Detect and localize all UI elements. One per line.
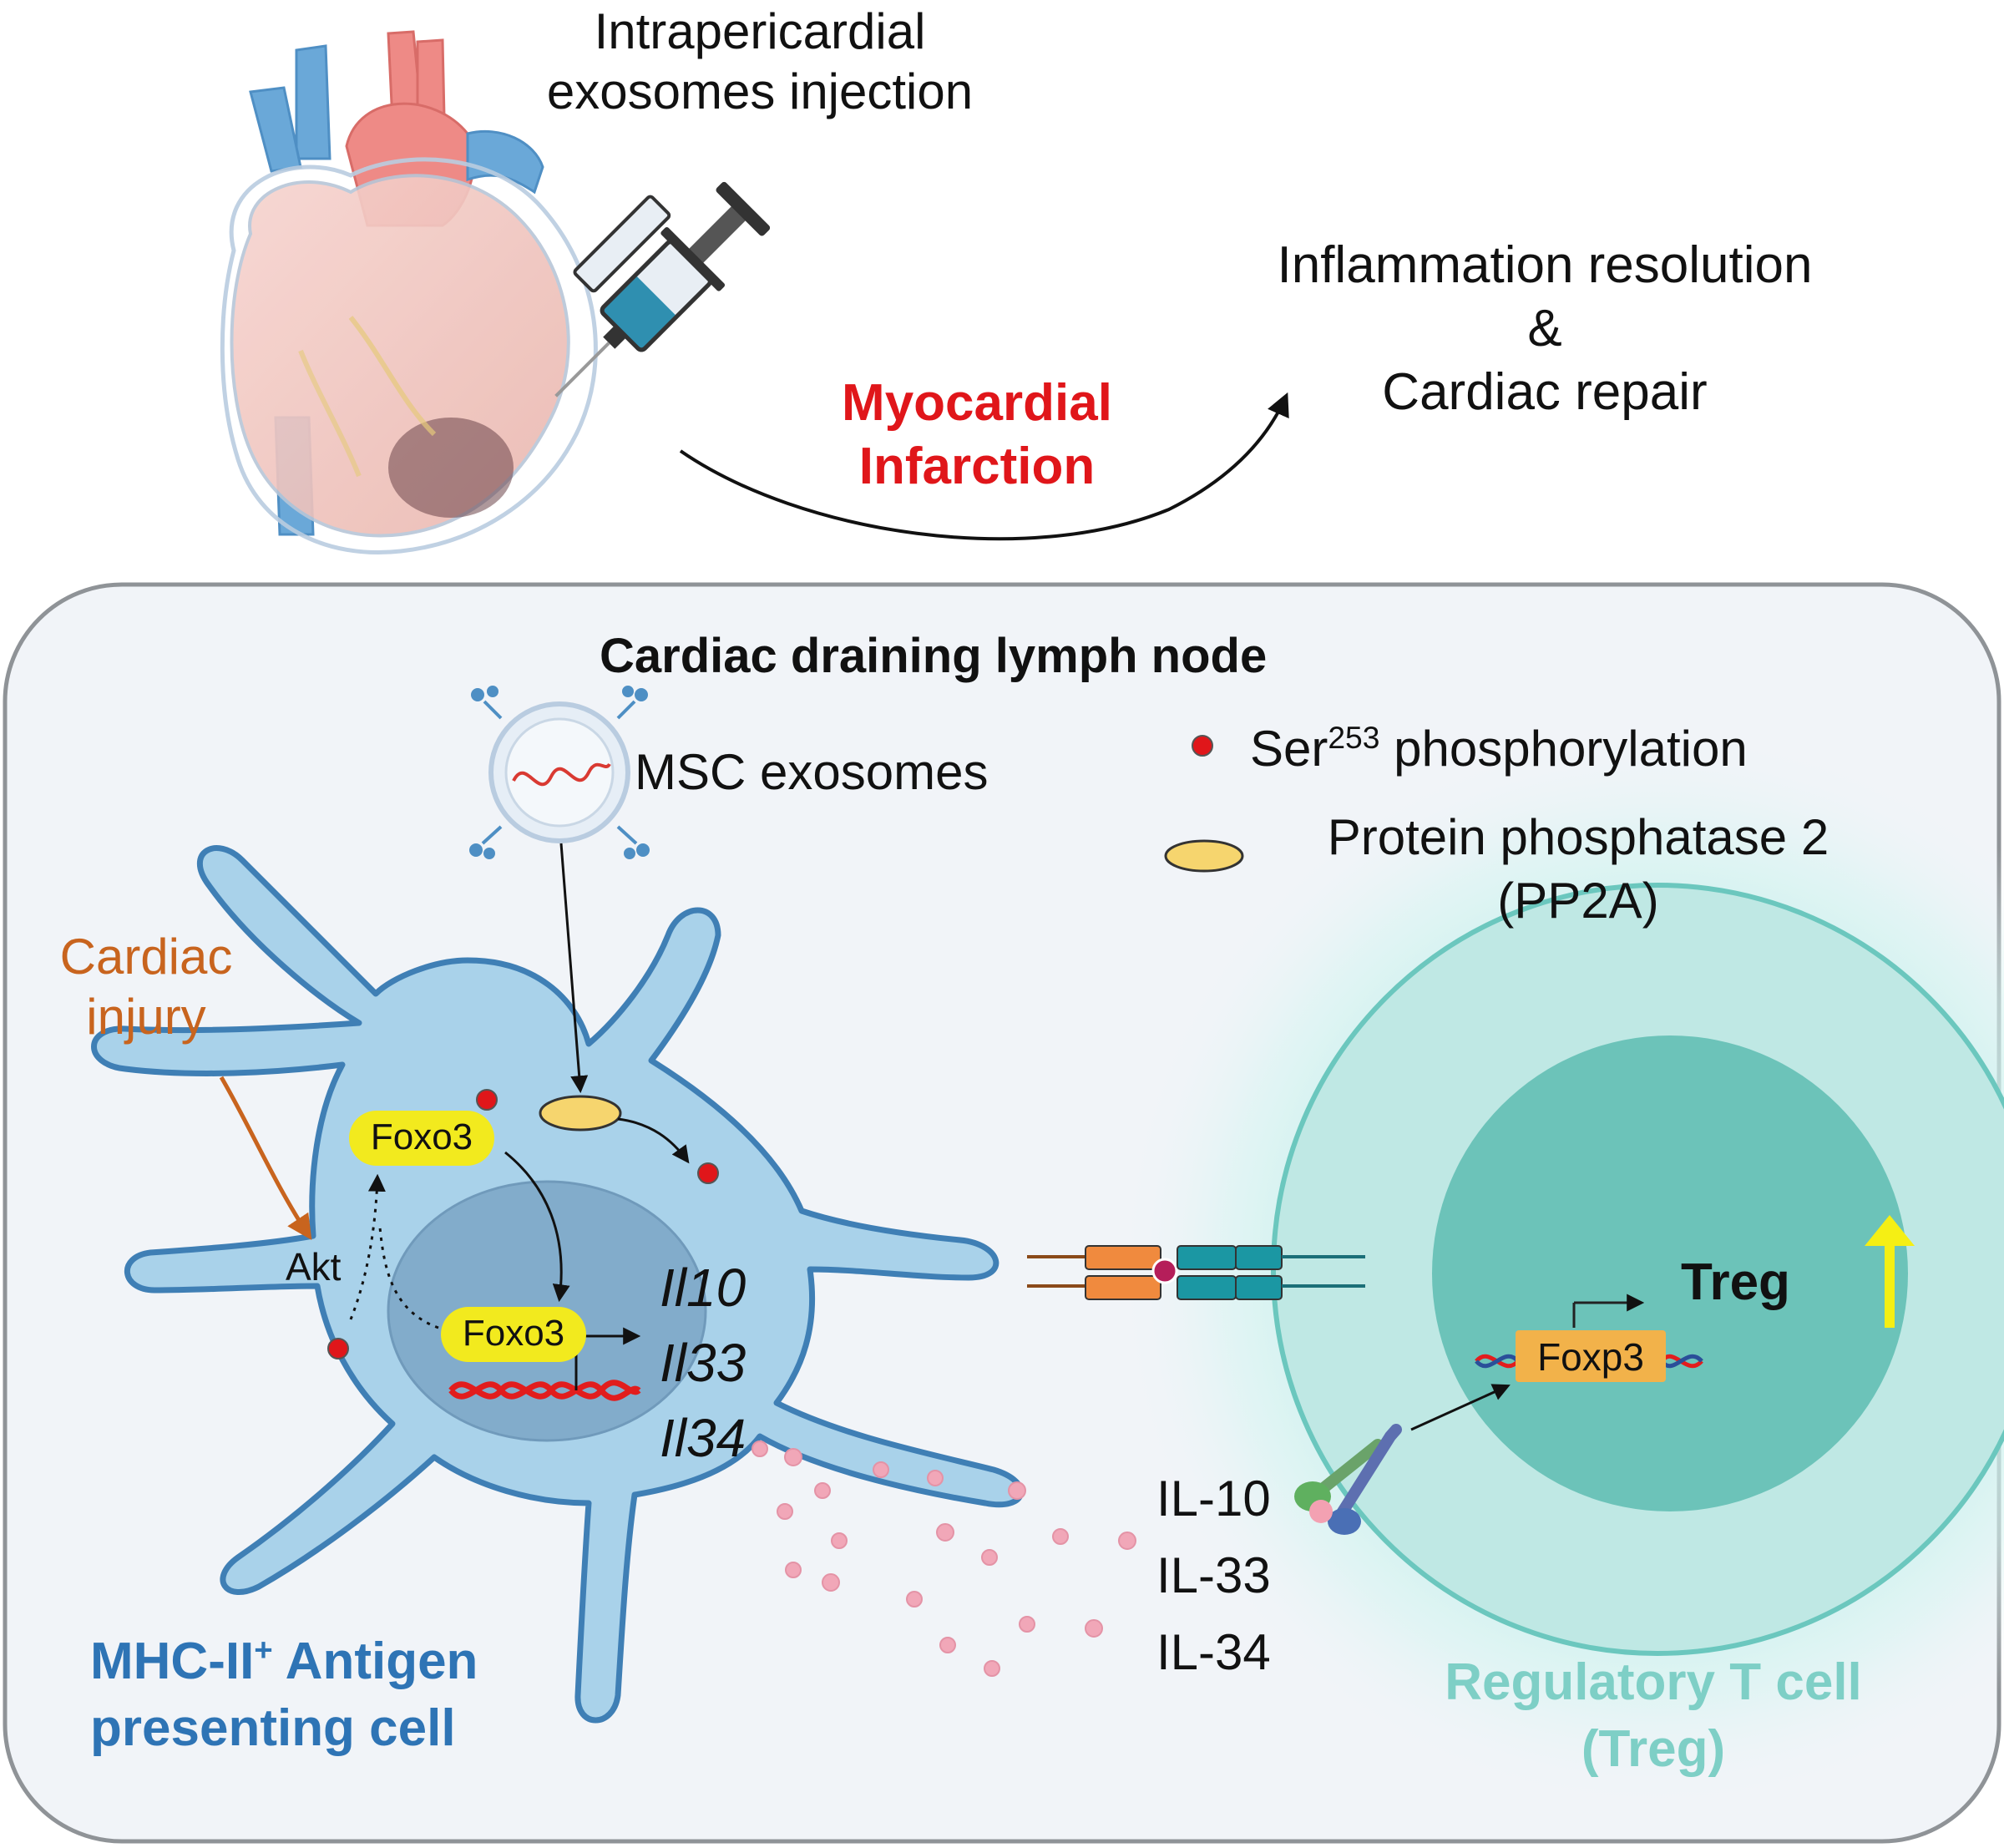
foxp3-box xyxy=(1516,1330,1666,1382)
foxo3-cytoplasm-pill xyxy=(349,1111,494,1166)
apc-label-sup: + xyxy=(254,1632,273,1668)
injury-label: Cardiac injury xyxy=(25,927,267,1047)
legend-phospho-prefix: Ser xyxy=(1250,721,1328,777)
gene-il10: Il10 xyxy=(660,1258,746,1318)
event-label-line1: Myocardial xyxy=(842,374,1112,432)
exosome-icon xyxy=(469,686,650,859)
legend-phospho-dot xyxy=(1192,735,1213,757)
cytokine-il34: IL-34 xyxy=(1156,1624,1271,1680)
up-arrow-icon xyxy=(1865,1215,1915,1328)
legend-pp2a-line2: (PP2A) xyxy=(1497,873,1659,929)
treg-label-line1: Regulatory T cell xyxy=(1445,1653,1862,1711)
receptor-icon xyxy=(1294,1424,1402,1535)
gene-il34: Il34 xyxy=(660,1408,746,1468)
foxo3-cytoplasm-label: Foxo3 xyxy=(370,1116,473,1157)
pp2a-dephospho-arrow xyxy=(617,1117,690,1164)
injection-label-line1: Intrapericardial xyxy=(594,3,926,59)
gene-il33: Il33 xyxy=(660,1333,746,1393)
foxo3-nucleus-pill xyxy=(441,1307,586,1362)
treg-nucleus xyxy=(1432,1035,1908,1511)
outcome-label-line2: & xyxy=(1527,300,1562,357)
panel-title: Cardiac draining lymph node xyxy=(600,629,1268,683)
phospho-dot xyxy=(327,1338,349,1359)
legend-phospho-suffix: phosphorylation xyxy=(1379,721,1748,777)
syringe-icon xyxy=(554,181,771,397)
apc-label-mhc: MHC-II xyxy=(90,1633,255,1690)
injection-label: Intrapericardial exosomes injection xyxy=(468,2,1052,122)
foxo3-nucleus-label: Foxo3 xyxy=(462,1313,565,1354)
mhc-tcr-complex xyxy=(1027,1245,1365,1300)
treg-label-line2: (Treg) xyxy=(1581,1720,1726,1778)
event-label-line2: Infarction xyxy=(858,438,1096,495)
legend-phospho-sup: 253 xyxy=(1328,720,1380,755)
outcome-label: Inflammation resolution & Cardiac repair xyxy=(1169,234,1920,424)
treg-label: Regulatory T cell (Treg) xyxy=(1369,1649,1937,1783)
outcome-label-line3: Cardiac repair xyxy=(1382,363,1708,421)
cardiac-injury-arrow xyxy=(219,1076,312,1240)
legend-pp2a-ellipse xyxy=(1164,839,1244,873)
injury-label-line1: Cardiac xyxy=(59,929,233,985)
foxo3-translocation-arrow xyxy=(504,1151,570,1303)
legend-pp2a-line1: Protein phosphatase 2 xyxy=(1327,809,1829,865)
foxp3-label: Foxp3 xyxy=(1537,1335,1644,1379)
cytokine-il10: IL-10 xyxy=(1156,1471,1271,1526)
event-label: Myocardial Infarction xyxy=(760,372,1194,499)
exosome-label: MSC exosomes xyxy=(635,744,989,800)
phospho-dot xyxy=(476,1089,498,1111)
injury-label-line2: injury xyxy=(86,989,206,1045)
outcome-label-line1: Inflammation resolution xyxy=(1277,236,1813,294)
injection-label-line2: exosomes injection xyxy=(546,63,974,119)
apc-label-line1: MHC-II+ Antigen xyxy=(90,1628,478,1695)
exosome-to-pp2a-arrow xyxy=(559,843,589,1094)
akt-label: Akt xyxy=(286,1245,342,1289)
cytokine-particles xyxy=(752,1440,1136,1677)
legend-phospho-label: Ser253 phosphorylation xyxy=(1250,720,1748,777)
treg-inner-label: Treg xyxy=(1681,1253,1790,1311)
apc-label: MHC-II+ Antigen presenting cell xyxy=(90,1628,478,1762)
phospho-dot xyxy=(697,1162,719,1184)
receptor-signal-arrow xyxy=(1410,1384,1511,1431)
cytokine-il33: IL-33 xyxy=(1156,1547,1271,1603)
apc-label-antigen: Antigen xyxy=(272,1633,478,1690)
heart-illustration xyxy=(220,30,598,554)
apc-label-line2: presenting cell xyxy=(90,1699,456,1757)
pp2a-marker xyxy=(539,1095,622,1132)
progression-arrow xyxy=(679,392,1289,541)
legend-pp2a-label: Protein phosphatase 2 (PP2A) xyxy=(1252,806,1904,933)
